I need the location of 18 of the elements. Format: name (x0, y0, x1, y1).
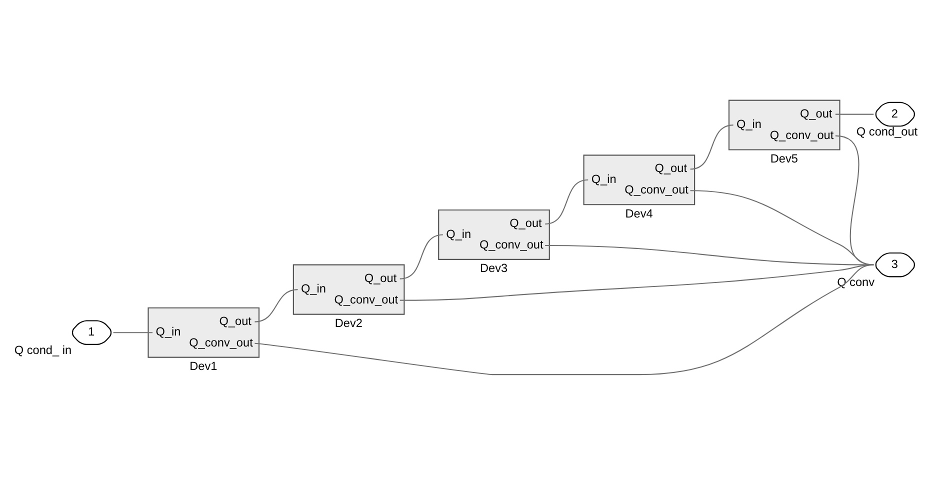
node-label: Dev2 (334, 316, 362, 330)
connector (544, 179, 588, 225)
connector (544, 244, 874, 266)
connector (399, 234, 442, 280)
connector (254, 289, 298, 322)
connector (834, 114, 874, 115)
node-label: Dev5 (770, 151, 798, 166)
node-label: Dev4 (624, 206, 652, 220)
node-label: Q cond_out (856, 124, 918, 139)
connector (834, 135, 874, 266)
connector (112, 332, 152, 334)
node-label: Dev3 (480, 261, 508, 276)
node-ellipse: 2 (874, 102, 914, 127)
node-ellipse: 3 (874, 252, 914, 278)
connector (690, 124, 733, 170)
node-label: Dev1 (189, 359, 217, 374)
node-ellipse: 1 (71, 320, 112, 345)
node-label: Q cond_ in (14, 342, 72, 357)
